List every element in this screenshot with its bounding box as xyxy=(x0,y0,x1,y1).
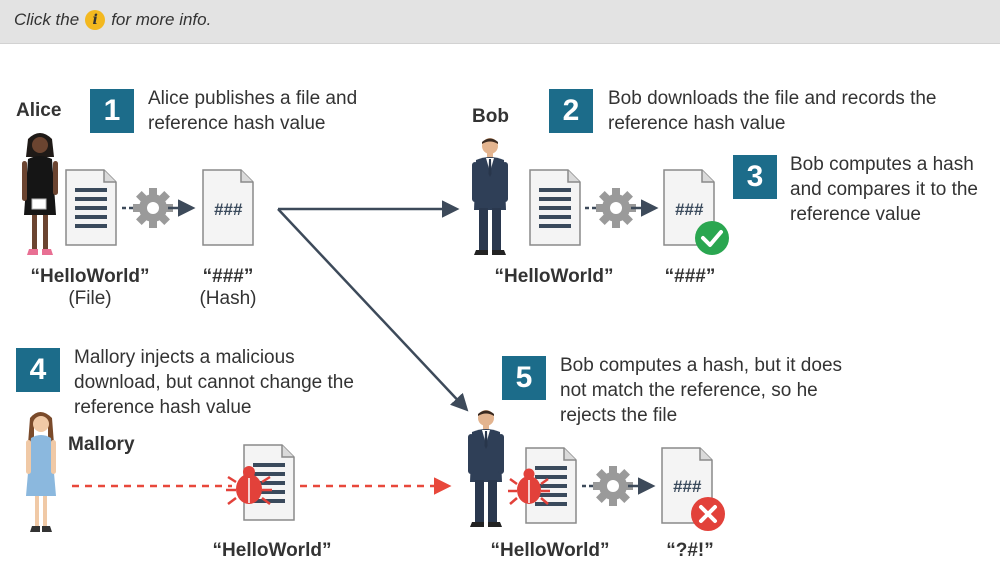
step-4-text: Mallory injects a malicious download, bu… xyxy=(74,347,354,418)
step-5-badge: 5 xyxy=(502,356,546,400)
check-icon xyxy=(695,221,729,255)
reject-x-icon xyxy=(691,497,725,531)
mallory-file-name: “HelloWorld” xyxy=(212,540,332,561)
bob-file-name: “HelloWorld” xyxy=(494,266,614,287)
alice-file-label: “HelloWorld” (File) xyxy=(20,266,160,310)
bob-hash-label: “###” xyxy=(650,266,730,288)
bob-bottom-hash-label: “?#!” xyxy=(650,540,730,562)
bob-bottom-hash-value: “?#!” xyxy=(666,540,714,561)
alice-name: Alice xyxy=(16,100,62,121)
mallory-name: Mallory xyxy=(68,434,135,455)
bob-bottom-gear-icon xyxy=(593,466,633,506)
step-3-text: Bob computes a hash and compares it to t… xyxy=(790,154,978,225)
bob-hash-value: “###” xyxy=(664,266,716,287)
bob-bottom-file-name: “HelloWorld” xyxy=(490,540,610,561)
alice-hash-doc-text: ### xyxy=(214,200,243,219)
bob-bug-icon xyxy=(508,468,550,505)
alice-file-document-icon xyxy=(65,169,117,246)
alice-figure xyxy=(22,133,58,255)
bug-icon xyxy=(226,466,272,505)
step-4-badge: 4 xyxy=(16,348,60,392)
step-2-text: Bob downloads the file and records the r… xyxy=(608,88,937,134)
instruction-suffix: for more info. xyxy=(111,10,212,29)
alice-file-name: “HelloWorld” xyxy=(30,266,150,287)
instruction-bar: Click the i for more info. xyxy=(0,0,1000,44)
step-1-text: Alice publishes a file and reference has… xyxy=(148,88,358,134)
bob-hash-doc-text: ### xyxy=(675,200,704,219)
bob-bottom-figure xyxy=(468,410,504,527)
alice-gear-icon xyxy=(133,188,173,228)
bob-file-label: “HelloWorld” xyxy=(484,266,624,288)
alice-hash-sub: (Hash) xyxy=(199,288,257,309)
step-1-badge: 1 xyxy=(90,89,134,133)
bob-figure xyxy=(472,138,508,255)
alice-hash-label: “###” (Hash) xyxy=(188,266,268,310)
arrow-to-bob-rejected xyxy=(277,208,469,412)
bob-bottom-file-label: “HelloWorld” xyxy=(480,540,620,562)
step-2-badge: 2 xyxy=(549,89,593,133)
bob-gear-icon xyxy=(596,188,636,228)
alice-hash-value: “###” xyxy=(202,266,254,287)
alice-file-sub: (File) xyxy=(68,288,112,309)
bob-name: Bob xyxy=(472,106,509,127)
instruction-message: Click the i for more info. xyxy=(14,10,211,30)
info-icon[interactable]: i xyxy=(85,10,106,30)
instruction-prefix: Click the xyxy=(14,10,80,29)
step-3-badge: 3 xyxy=(733,155,777,199)
bob-bottom-hash-doc-text: ### xyxy=(673,477,702,496)
mallory-figure xyxy=(26,412,56,532)
mallory-file-label: “HelloWorld” xyxy=(202,540,342,562)
step-5-text: Bob computes a hash, but it does not mat… xyxy=(560,355,843,426)
bob-file-document-icon xyxy=(529,169,581,246)
